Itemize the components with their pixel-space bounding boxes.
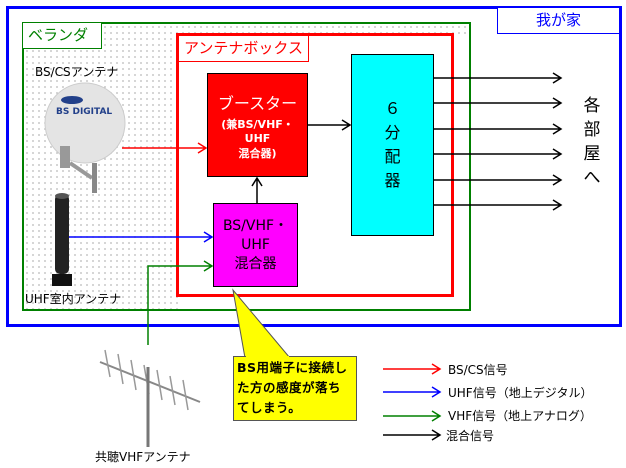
uhf-signal-arrow: [69, 231, 214, 243]
legend-label-uhf: UHF信号（地上デジタル）: [448, 386, 593, 400]
vhf-antenna-label: 共聴VHFアンテナ: [95, 450, 191, 464]
splitter-char: ６: [384, 99, 401, 118]
rooms-char: 部: [583, 120, 601, 140]
vhf-signal-arrow: [147, 260, 214, 345]
antenna-box: [176, 33, 454, 297]
legend-label-mixed: 混合信号: [446, 429, 495, 443]
house-label: 我が家: [497, 7, 620, 34]
splitter-char: 器: [384, 171, 401, 190]
rooms-char: 各: [583, 96, 601, 116]
rooms-char: へ: [583, 168, 601, 188]
splitter-char: 配: [384, 147, 401, 166]
booster-title: ブースター: [217, 93, 298, 113]
dish-brand-text: BS DIGITAL: [56, 107, 112, 117]
legend-arrows: [383, 363, 442, 441]
vhf-yagi-antenna-icon: [99, 349, 201, 447]
booster-line3: 混合器): [238, 146, 277, 160]
bs-dish-icon: BS DIGITAL: [44, 82, 126, 193]
splitter-block: ６ 分 配 器: [351, 54, 434, 236]
splitter-char: 分: [384, 123, 401, 142]
mixer-line2: UHF: [241, 236, 270, 253]
uhf-indoor-antenna-icon: [52, 193, 72, 286]
mixer-block: BS/VHF・ UHF 混合器: [213, 203, 298, 287]
callout-join: [246, 356, 289, 358]
callout-note: BS用端子に接続した方の感度が落ちてしまう。: [233, 356, 357, 421]
mixer-line3: 混合器: [234, 255, 277, 272]
house-box: [6, 6, 622, 327]
bs-antenna-label: BS/CSアンテナ: [35, 65, 119, 79]
mixer-line1: BS/VHF・: [222, 217, 289, 234]
antenna-box-label: アンテナボックス: [178, 35, 309, 62]
booster-to-splitter-arrow: [308, 119, 352, 131]
uhf-antenna-label: UHF室内アンテナ: [25, 292, 122, 306]
veranda-label: ベランダ: [22, 22, 102, 49]
legend-label-bs: BS/CS信号: [448, 363, 508, 377]
booster-line2: UHF: [244, 131, 271, 145]
mixer-to-booster-arrow: [251, 176, 263, 203]
booster-block: ブースター (兼BS/VHF・ UHF 混合器): [207, 73, 308, 177]
room-output-arrows: [434, 72, 563, 211]
legend-label-vhf: VHF信号（地上アナログ）: [448, 409, 592, 423]
bs-signal-arrow: [122, 142, 208, 154]
rooms-label: 各 部 屋 へ: [578, 92, 606, 192]
rooms-char: 屋: [583, 144, 601, 164]
booster-line1: (兼BS/VHF・: [221, 117, 294, 131]
